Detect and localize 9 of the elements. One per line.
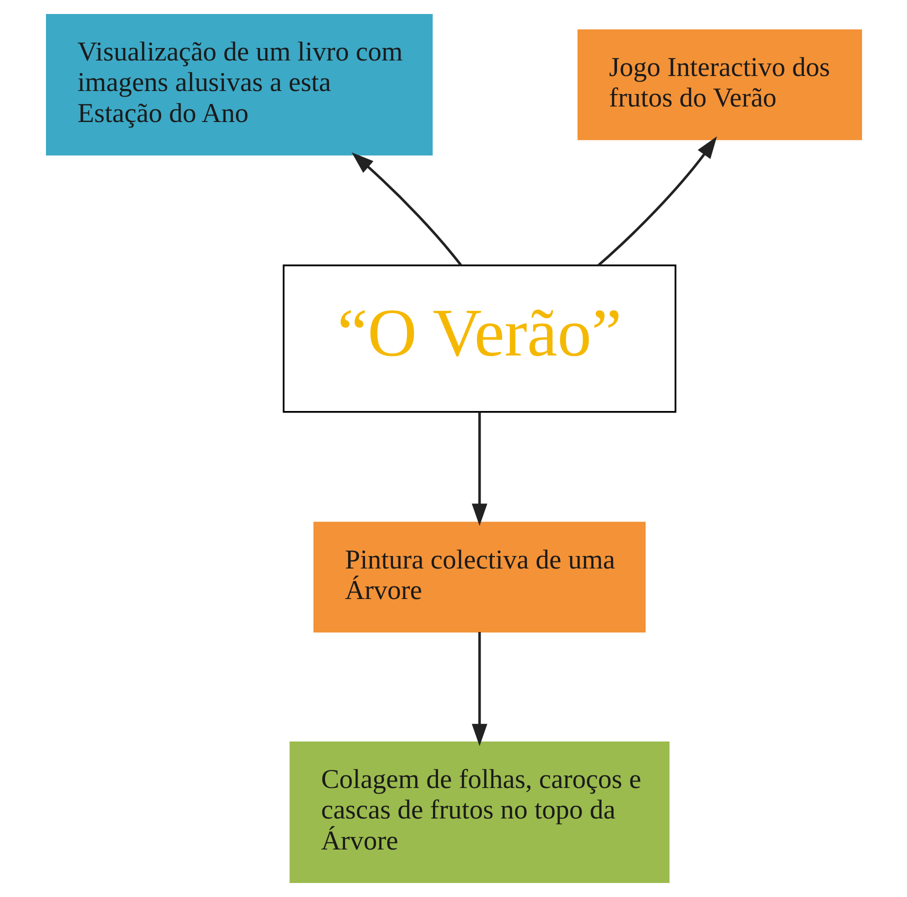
arrow [597,136,716,266]
arrow [351,152,462,266]
node-box: Jogo Interactivo dos frutos do Verão [577,29,862,140]
node-box: Visualização de um livro com imagens alusivas a esta Estação do Ano [45,14,432,156]
arrow [471,412,487,526]
node-box: “O Verão” [282,264,676,413]
node-box: Colagem de folhas, caroços e cascas de frutos no topo da Árvore [289,742,670,883]
node-box: Pintura colectiva de uma Árvore [312,522,646,632]
arrow [471,632,487,746]
